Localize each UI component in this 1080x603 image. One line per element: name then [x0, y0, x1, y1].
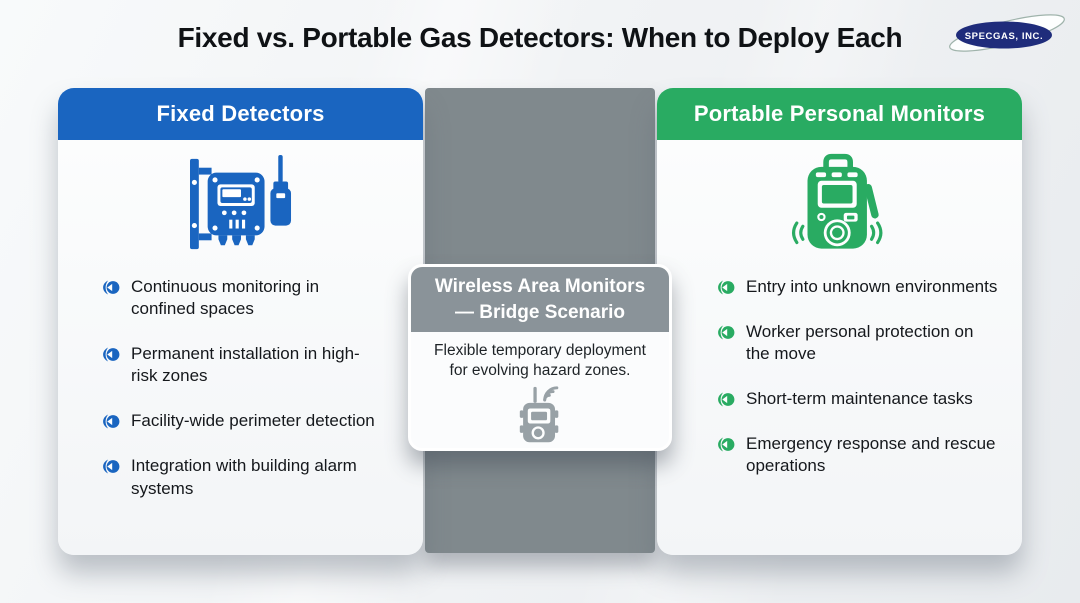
fixed-gas-detector-icon [58, 146, 423, 262]
page-title: Fixed vs. Portable Gas Detectors: When t… [177, 22, 903, 53]
bridge-title-line2: — Bridge Scenario [455, 301, 625, 323]
list-item: Facility-wide perimeter detection [102, 410, 423, 432]
list-item-text: Continuous monitoring in confined spaces [131, 277, 320, 319]
list-item-text: Facility-wide perimeter detection [131, 411, 375, 431]
fixed-detectors-card: Fixed Detectors [58, 88, 423, 555]
list-item: Worker personal protection on the move [717, 321, 1022, 365]
logo-text: SPECGAS, INC. [965, 31, 1044, 42]
portable-card-header: Portable Personal Monitors [657, 88, 1022, 140]
portable-personal-monitor-icon [657, 146, 1022, 262]
list-item: Emergency response and rescue operations [717, 433, 1022, 477]
list-item-text: Permanent installation in high-risk zone… [131, 344, 360, 386]
bullet-icon [718, 280, 735, 295]
wireless-area-monitor-icon [411, 385, 669, 447]
bullet-icon [103, 280, 120, 295]
bullet-icon [103, 459, 120, 474]
list-item-text: Integration with building alarm systems [131, 456, 357, 498]
bridge-card-body: Flexible temporary deployment for evolvi… [434, 342, 646, 380]
bullet-icon [103, 414, 120, 429]
bridge-scenario-card: Wireless Area Monitors — Bridge Scenario… [408, 264, 672, 451]
specgas-logo: SPECGAS, INC. [949, 14, 1065, 52]
list-item: Entry into unknown environments [717, 276, 1022, 298]
list-item: Continuous monitoring in confined spaces [102, 276, 423, 320]
portable-card-title: Portable Personal Monitors [693, 101, 986, 126]
bridge-card-header: Wireless Area Monitors — Bridge Scenario [411, 267, 669, 333]
portable-monitors-card: Portable Personal Monitors [657, 88, 1022, 555]
fixed-card-title: Fixed Detectors [156, 101, 325, 126]
bullet-icon [103, 347, 120, 362]
list-item-text: Emergency response and rescue operations [746, 434, 996, 476]
list-item-text: Short-term maintenance tasks [746, 389, 973, 409]
portable-items-list: Entry into unknown environments Worker p… [657, 276, 1022, 478]
bridge-title-line1: Wireless Area Monitors [434, 276, 646, 297]
bullet-icon [718, 437, 735, 452]
bullet-icon [718, 325, 735, 340]
list-item: Short-term maintenance tasks [717, 388, 1022, 410]
list-item: Integration with building alarm systems [102, 455, 423, 499]
list-item-text: Entry into unknown environments [746, 277, 998, 296]
list-item: Permanent installation in high-risk zone… [102, 343, 423, 387]
fixed-card-header: Fixed Detectors [58, 88, 423, 140]
list-item-text: Worker personal protection on the move [746, 322, 974, 364]
logo-ellipse [956, 21, 1052, 49]
fixed-items-list: Continuous monitoring in confined spaces… [58, 276, 423, 500]
bullet-icon [718, 392, 735, 407]
